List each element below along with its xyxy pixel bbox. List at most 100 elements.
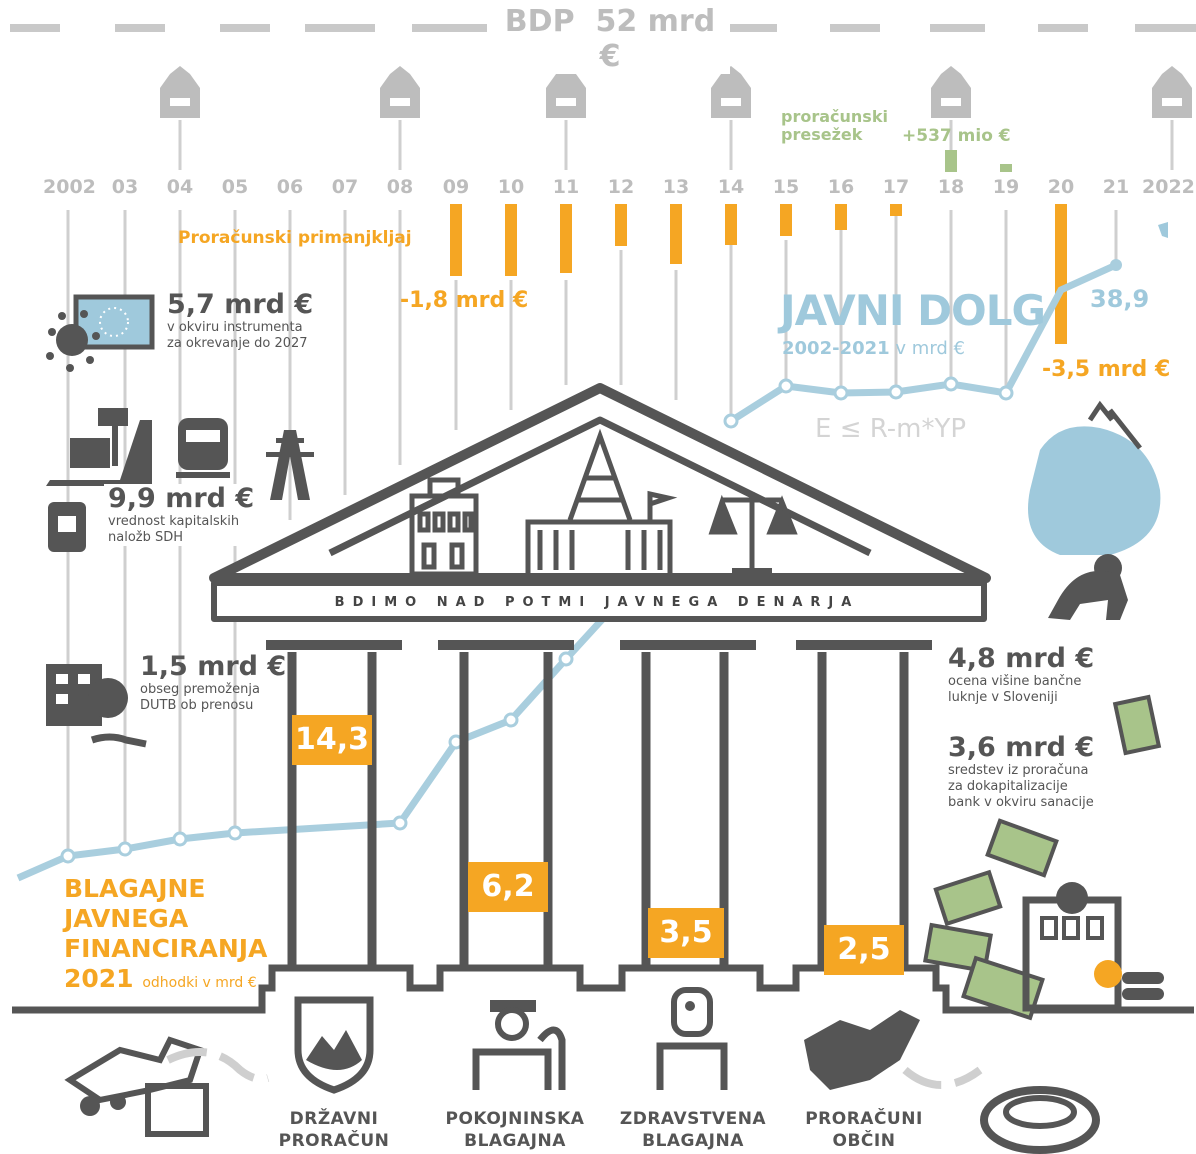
year-label: 19 — [992, 176, 1020, 198]
pensioner-icon — [472, 1000, 566, 1090]
gdp-value: 52 mrd € — [595, 4, 716, 74]
money-bag-icon — [1028, 400, 1161, 555]
fund-value-pension: 6,2 — [468, 862, 548, 912]
caption-line2: OBČIN — [832, 1131, 896, 1151]
year-label: 08 — [386, 176, 414, 198]
year-label: 18 — [937, 176, 965, 198]
year-label: 11 — [552, 176, 580, 198]
year-label: 09 — [442, 176, 470, 198]
fact-desc-line1: obseg premoženja — [140, 682, 260, 697]
year-label: 14 — [717, 176, 745, 198]
coat-of-arms-icon — [294, 996, 374, 1094]
debt-end-value: 38,9 — [1090, 285, 1150, 313]
deficit-label: Proračunski primanjkljaj — [178, 228, 412, 248]
debt-subtitle-years: 2002-2021 — [782, 338, 890, 359]
fact-sdh-investments: 9,9 mrd € vrednost kapitalskih naložb SD… — [104, 483, 255, 546]
caption-line2: BLAGAJNA — [642, 1131, 744, 1151]
bank-vault-building-icon — [1022, 882, 1164, 1012]
funds-title-line1: BLAGAJNE — [64, 874, 206, 903]
fact-desc-line2: DUTB ob prenosu — [140, 698, 254, 713]
eu-flag-icon — [73, 294, 155, 350]
debt-subtitle-unit: v mrd € — [895, 338, 965, 359]
fact-desc-line1: sredstev iz proračuna — [948, 763, 1089, 778]
train-icon — [176, 418, 230, 478]
doctor-icon — [656, 987, 728, 1090]
funds-title-line3: FINANCIRANJA — [64, 934, 268, 963]
fact-desc-line3: bank v okviru sanacije — [948, 795, 1094, 810]
fact-desc-line1: vrednost kapitalskih — [108, 514, 240, 529]
funds-unit: odhodki v mrd € — [142, 975, 257, 991]
money-bills-icon — [923, 694, 1162, 1021]
parliament-icon — [525, 428, 678, 574]
deficit-2020-value: -3,5 mrd € — [1042, 357, 1171, 382]
power-pylon-icon — [266, 430, 314, 500]
fact-value: 5,7 mrd € — [167, 289, 314, 320]
safe-icon — [48, 502, 86, 552]
bank-building-icon — [46, 664, 128, 726]
fund-caption-pension: POKOJNINSKA BLAGAJNA — [430, 1108, 600, 1152]
fact-value: 4,8 mrd € — [948, 643, 1095, 674]
scales-of-justice-icon — [708, 492, 798, 576]
year-label: 12 — [607, 176, 635, 198]
year-label: 06 — [276, 176, 304, 198]
year-label: 2022 — [1142, 176, 1195, 198]
year-label: 17 — [882, 176, 910, 198]
slovenia-map-icon — [804, 1010, 920, 1090]
gdp-label: BDP 52 mrd € — [490, 4, 730, 74]
fund-value-municipalities: 2,5 — [824, 925, 904, 975]
surplus-label-line1: proračunski — [781, 107, 888, 126]
temple-base — [12, 964, 1194, 1014]
fund-value-state-budget: 14,3 — [292, 715, 372, 765]
atlas-figure-icon — [1048, 554, 1128, 620]
year-label: 21 — [1102, 176, 1130, 198]
year-label: 16 — [827, 176, 855, 198]
caption-line1: PRORAČUNI — [805, 1109, 923, 1129]
surplus-label-line2: presežek — [781, 125, 863, 144]
town-hall-icon — [409, 477, 479, 577]
fact-value: 9,9 mrd € — [108, 483, 255, 514]
year-label: 2002 — [43, 176, 96, 198]
year-label: 07 — [331, 176, 359, 198]
fact-recovery-fund: 5,7 mrd € v okviru instrumenta za okreva… — [167, 290, 313, 352]
fact-desc-line2: luknje v Sloveniji — [948, 690, 1058, 705]
year-label: 15 — [772, 176, 800, 198]
caption-line1: ZDRAVSTVENA — [619, 1109, 767, 1129]
funds-title: BLAGAJNE JAVNEGA FINANCIRANJA 2021 odhod… — [64, 874, 267, 998]
temple-columns — [287, 652, 909, 965]
gdp-title: BDP — [504, 4, 575, 39]
fund-caption-municipalities: PRORAČUNI OBČIN — [784, 1108, 944, 1152]
surplus-label: proračunski presežek — [781, 108, 888, 144]
fund-caption-state-budget: DRŽAVNI PRORAČUN — [254, 1108, 414, 1152]
oil-pump-icon — [46, 408, 152, 486]
fiscal-rule-formula: E ≤ R-m*YP — [815, 414, 967, 444]
debt-title: JAVNI DOLG — [780, 286, 1046, 335]
year-label: 10 — [497, 176, 525, 198]
public-debt-line — [16, 259, 1122, 882]
fact-bank-hole: 4,8 mrd € ocena višine bančne luknje v S… — [948, 644, 1094, 706]
virus-icon — [46, 310, 100, 372]
fund-value-health: 3,5 — [648, 908, 724, 958]
deficit-bars — [450, 204, 1067, 344]
caption-line1: DRŽAVNI — [289, 1109, 379, 1129]
year-label: 13 — [662, 176, 690, 198]
hand-money-icon — [90, 733, 147, 748]
deficit-2009-value: -1,8 mrd € — [400, 288, 529, 313]
fact-desc-line2: naložb SDH — [108, 530, 184, 545]
fact-desc-line2: za okrevanje do 2027 — [167, 336, 308, 351]
arena-icon — [980, 1086, 1100, 1154]
connector-right — [902, 1066, 983, 1089]
fact-desc-line1: ocena višine bančne — [948, 674, 1082, 689]
surplus-value: +537 mio € — [902, 126, 1011, 146]
fund-caption-health: ZDRAVSTVENA BLAGAJNA — [608, 1108, 778, 1152]
caption-line2: BLAGAJNA — [464, 1131, 566, 1151]
year-label: 04 — [166, 176, 194, 198]
year-label: 05 — [221, 176, 249, 198]
fact-bank-recapitalization: 3,6 mrd € sredstev iz proračuna za dokap… — [948, 733, 1094, 811]
fact-value: 3,6 mrd € — [948, 732, 1095, 763]
funds-year: 2021 — [64, 964, 134, 993]
year-label: 20 — [1047, 176, 1075, 198]
connector-left — [166, 1048, 270, 1083]
surplus-bars — [945, 150, 1012, 172]
fact-desc-line1: v okviru instrumenta — [167, 320, 303, 335]
